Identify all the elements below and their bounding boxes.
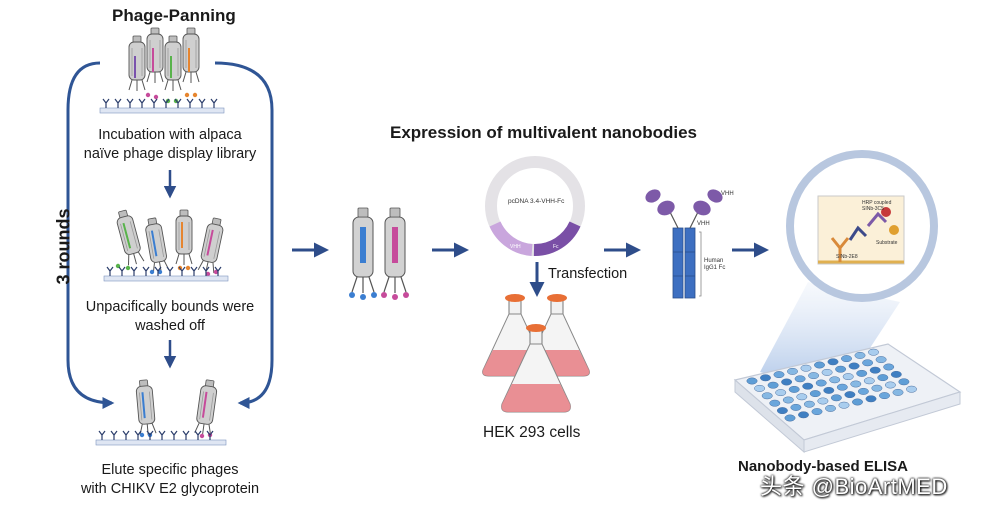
selected-phages xyxy=(349,207,409,300)
elisa-well xyxy=(890,370,902,378)
elisa-well xyxy=(863,377,875,385)
elisa-well xyxy=(787,367,798,375)
elisa-well xyxy=(796,393,808,401)
elisa-well xyxy=(815,379,827,387)
elisa-hrp-label: HRP coupled SINb-3C5 xyxy=(862,200,892,212)
elisa-well xyxy=(862,359,874,367)
elisa-well xyxy=(857,387,869,395)
elisa-well xyxy=(842,373,854,381)
step2-illustration xyxy=(103,208,229,282)
elisa-well xyxy=(869,366,881,374)
elisa-well xyxy=(790,403,802,411)
antibody-vhh-side: VHH xyxy=(697,221,710,227)
elisa-well xyxy=(884,381,896,389)
hek293-label: HEK 293 cells xyxy=(483,424,581,441)
elisa-wells xyxy=(746,348,917,422)
elisa-well xyxy=(877,374,889,382)
elisa-well xyxy=(800,364,812,372)
antibody-vhh-top: VHH xyxy=(721,191,734,197)
elisa-well xyxy=(827,358,839,366)
elisa-well xyxy=(854,351,866,359)
antibody-fc-label: Human IgG1 Fc xyxy=(704,258,726,271)
vhh-fc-antibody xyxy=(645,189,723,299)
elisa-well xyxy=(760,374,771,382)
watermark: 头条 @BioArtMED xyxy=(760,474,948,499)
elisa-well xyxy=(782,396,794,404)
elisa-well xyxy=(883,363,895,371)
elisa-well xyxy=(875,356,887,364)
elisa-well xyxy=(754,384,766,392)
elisa-well xyxy=(798,411,809,419)
elisa-well xyxy=(808,372,820,380)
step3-illustration xyxy=(95,378,227,446)
elisa-well xyxy=(848,362,860,370)
rounds-label: 3 rounds xyxy=(53,208,74,285)
plasmid-name: pcDNA 3.4-VHH-Fc xyxy=(508,198,565,205)
elisa-well xyxy=(852,398,863,406)
step3-caption: Elute specific phages with CHIKV E2 glyc… xyxy=(80,462,260,497)
elisa-substrate-label: Substrate xyxy=(876,240,898,246)
elisa-well xyxy=(906,385,917,393)
elisa-well xyxy=(775,389,787,397)
elisa-well xyxy=(794,375,806,383)
elisa-well xyxy=(879,392,890,400)
expression-title: Expression of multivalent nanobodies xyxy=(390,123,697,142)
elisa-well xyxy=(868,348,879,356)
elisa-well xyxy=(817,397,829,405)
elisa-well xyxy=(788,385,800,393)
elisa-well xyxy=(769,399,781,407)
elisa-well xyxy=(784,414,796,422)
elisa-well xyxy=(892,388,904,396)
plasmid-ring xyxy=(485,156,585,256)
elisa-well xyxy=(761,392,773,400)
elisa-well xyxy=(830,394,842,402)
elisa-well xyxy=(811,408,823,416)
elisa-well xyxy=(835,365,847,373)
elisa-well xyxy=(856,369,868,377)
elisa-well xyxy=(838,401,850,409)
elisa-well xyxy=(773,371,785,379)
elisa-well xyxy=(746,377,758,385)
step1-illustration xyxy=(99,27,225,114)
elisa-well xyxy=(825,404,836,412)
elisa-well xyxy=(809,390,821,398)
elisa-well xyxy=(865,395,877,403)
elisa-title: Nanobody-based ELISA xyxy=(738,458,909,475)
elisa-well xyxy=(803,400,815,408)
elisa-well xyxy=(821,368,833,376)
panning-title: Phage-Panning xyxy=(112,6,236,25)
step2-caption: Unpacifically bounds were washed off xyxy=(85,299,255,334)
transfection-label: Transfection xyxy=(548,266,628,282)
elisa-well xyxy=(814,361,825,369)
elisa-well xyxy=(850,380,862,388)
elisa-well xyxy=(844,391,856,399)
step1-caption: Incubation with alpaca naïve phage displ… xyxy=(83,127,257,162)
elisa-well xyxy=(871,384,883,392)
elisa-well xyxy=(829,376,841,384)
elisa-illustration xyxy=(733,150,962,454)
elisa-capture-label: SINb-2E8 xyxy=(836,254,858,260)
elisa-well xyxy=(823,386,835,394)
elisa-well xyxy=(767,381,779,389)
plasmid-vhh-label: VHH xyxy=(510,244,521,250)
elisa-well xyxy=(841,355,852,363)
elisa-well xyxy=(802,382,814,390)
elisa-well xyxy=(898,378,910,386)
plasmid-fc-label: Fc xyxy=(553,244,559,250)
elisa-well xyxy=(776,407,788,415)
elisa-well xyxy=(836,383,848,391)
panning-loop-arrows xyxy=(66,61,274,409)
hek293-flasks xyxy=(482,294,590,413)
elisa-well xyxy=(781,378,793,386)
